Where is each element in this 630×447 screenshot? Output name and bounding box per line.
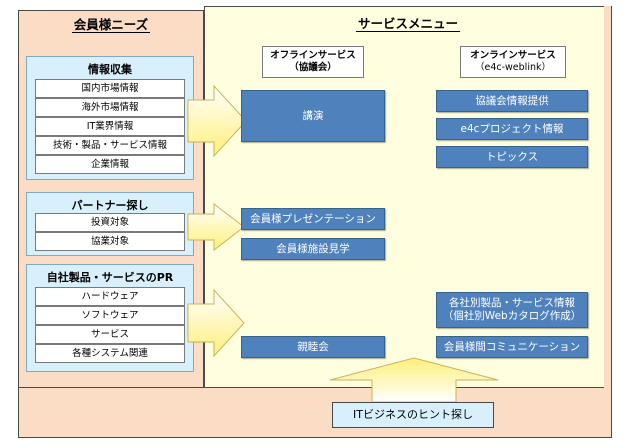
company-products-line2: （個社別Webカタログ作成） xyxy=(442,310,582,322)
right-frame xyxy=(604,6,612,388)
need-item: 技術・製品・サービス情報 xyxy=(35,136,185,155)
group-product-pr: 自社製品・サービスのPR ハードウェア ソフトウェア サービス 各種システム関連 xyxy=(26,264,194,372)
online-service-header: オンラインサービス （e4c-weblink） xyxy=(460,46,566,78)
need-item: 投資対象 xyxy=(35,213,185,232)
service-company-products: 各社別製品・サービス情報 （個社別Webカタログ作成） xyxy=(436,292,588,328)
group-title: パートナー探し xyxy=(71,199,149,212)
group-title: 自社製品・サービスのPR xyxy=(46,271,174,284)
arrow-right-icon xyxy=(187,84,247,158)
offline-header-line1: オフラインサービス xyxy=(270,50,356,61)
offline-header-line2: （協議会） xyxy=(289,62,337,73)
need-item: ハードウェア xyxy=(35,287,185,306)
need-item: IT業界情報 xyxy=(35,117,185,136)
arrow-right-icon xyxy=(187,288,245,358)
service-e4c-project-info: e4cプロジェクト情報 xyxy=(436,118,588,140)
arrow-up-icon xyxy=(329,357,499,403)
service-council-info: 協議会情報提供 xyxy=(436,90,588,112)
service-facility-visit: 会員様施設見学 xyxy=(241,238,385,260)
it-business-hint-box: ITビジネスのヒント探し xyxy=(332,402,494,428)
need-item: ソフトウェア xyxy=(35,306,185,325)
company-products-line1: 各社別製品・サービス情報 xyxy=(449,297,575,309)
service-social-gathering: 親睦会 xyxy=(241,336,385,358)
service-member-communication: 会員様間コミュニケーション xyxy=(436,336,588,358)
service-menu-title: サービスメニュー xyxy=(355,16,460,32)
service-topics: トピックス xyxy=(436,146,588,168)
arrow-right-icon xyxy=(187,202,245,252)
group-partner-search: パートナー探し 投資対象 協業対象 xyxy=(26,192,194,256)
need-item: 海外市場情報 xyxy=(35,98,185,117)
need-item: 各種システム関連 xyxy=(35,344,185,363)
need-item: サービス xyxy=(35,325,185,344)
online-header-line2: （e4c-weblink） xyxy=(475,62,551,73)
group-title: 情報収集 xyxy=(88,63,132,76)
offline-service-header: オフラインサービス （協議会） xyxy=(262,46,364,78)
group-info-collection: 情報収集 国内市場情報 海外市場情報 IT業界情報 技術・製品・サービス情報 企… xyxy=(26,56,194,180)
online-header-line1: オンラインサービス xyxy=(470,50,556,61)
member-needs-title: 会員様ニーズ xyxy=(71,17,151,33)
bottom-frame xyxy=(18,388,612,438)
service-member-presentation: 会員様プレゼンテーション xyxy=(241,208,385,230)
need-item: 国内市場情報 xyxy=(35,79,185,98)
need-item: 協業対象 xyxy=(35,232,185,251)
need-item: 企業情報 xyxy=(35,155,185,174)
service-lecture: 講演 xyxy=(241,90,385,142)
